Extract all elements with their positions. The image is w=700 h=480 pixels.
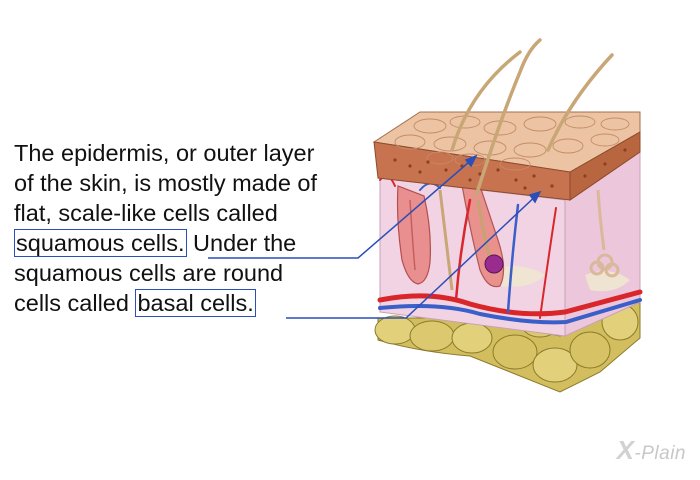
caption-line-4: squamous cells. Under the bbox=[14, 228, 364, 258]
caption-text: The epidermis, or outer layer of the ski… bbox=[14, 138, 364, 318]
oil-gland bbox=[484, 254, 504, 274]
basal-cells-term: basal cells. bbox=[135, 289, 256, 317]
brand-logo: X-Plain bbox=[617, 435, 686, 466]
coiled-duct bbox=[589, 189, 620, 278]
brand-text: -Plain bbox=[634, 443, 686, 464]
caption-line-3: flat, scale-like cells called bbox=[14, 200, 278, 226]
sweat-gland bbox=[396, 185, 431, 285]
hair-shafts bbox=[450, 38, 614, 198]
squamous-cells-term: squamous cells. bbox=[14, 229, 187, 257]
caption-line-4-rest: Under the bbox=[186, 230, 297, 256]
caption-line-6-pre: cells called bbox=[14, 290, 136, 316]
caption-line-6: cells called basal cells. bbox=[14, 288, 364, 318]
caption-line-5: squamous cells are round bbox=[14, 260, 284, 286]
blood-vessels bbox=[377, 175, 643, 325]
epidermis bbox=[372, 111, 641, 201]
label-pointers bbox=[208, 154, 542, 319]
caption-line-1: The epidermis, or outer layer bbox=[14, 140, 315, 166]
caption-line-2: of the skin, is mostly made of bbox=[14, 170, 318, 196]
brand-mark: X bbox=[616, 435, 635, 465]
